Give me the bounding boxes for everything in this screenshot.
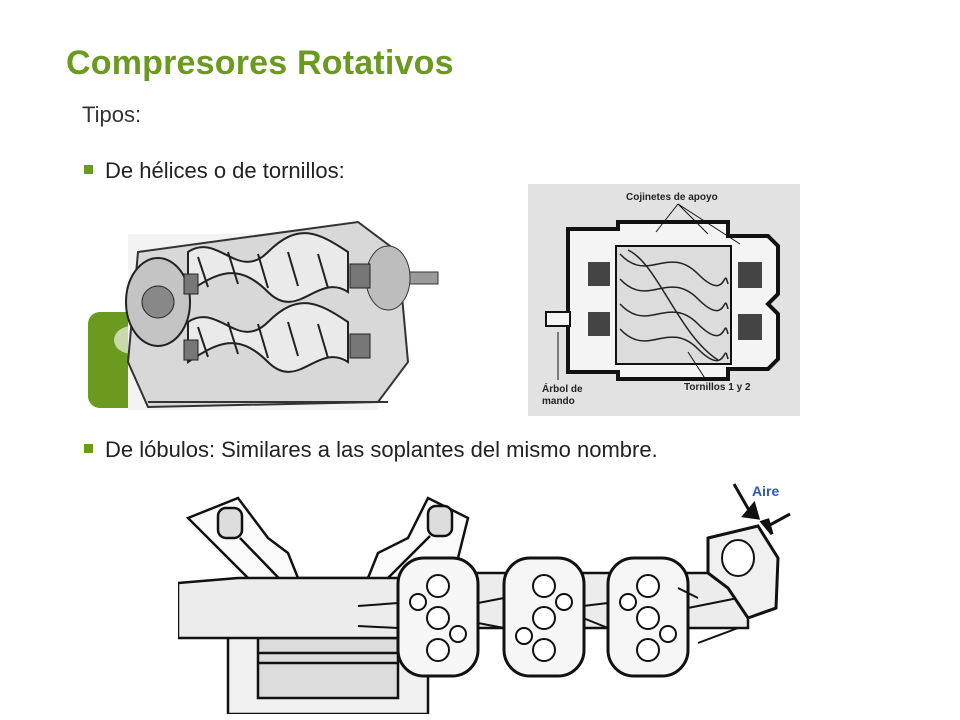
label-air: Aire <box>752 483 779 499</box>
helical-screws <box>187 232 349 373</box>
rotor-chamber <box>615 245 732 365</box>
flow-arrows <box>357 587 739 644</box>
green-square-bullet-icon <box>84 164 93 174</box>
valve-left <box>216 506 244 540</box>
flange-hub <box>141 285 175 319</box>
shaft-flange <box>365 245 411 311</box>
bullet-item-screw: De hélices o de tornillos: <box>84 158 345 184</box>
lobe-compressor-diagram: Aire <box>178 478 800 714</box>
slide-title: Compresores Rotativos <box>66 44 454 82</box>
rotor-helices <box>619 249 729 362</box>
section-drawing: Cojinetes de apoyo Árbol de mando Tornil… <box>528 184 800 416</box>
label-bearings: Cojinetes de apoyo <box>626 192 718 203</box>
label-screws: Tornillos 1 y 2 <box>684 382 751 393</box>
section-bearings <box>588 262 762 340</box>
bearings <box>183 263 371 361</box>
bullet-text: De hélices o de tornillos: <box>105 158 345 183</box>
air-inlet-opening <box>721 539 755 577</box>
label-shaft-line1: Árbol de <box>542 382 583 395</box>
lobe-rotors <box>409 574 677 662</box>
screw-compressor-section: Cojinetes de apoyo Árbol de mando Tornil… <box>528 184 800 416</box>
valve-right <box>426 504 454 538</box>
screw-compressor-drawing <box>88 220 439 410</box>
label-shaft-line2: mando <box>542 396 575 407</box>
leader-lines <box>557 203 741 381</box>
section-shaft <box>545 311 571 327</box>
bullet-text: De lóbulos: Similares a las soplantes de… <box>105 437 658 462</box>
screw-compressor-photo <box>88 212 448 412</box>
green-square-bullet-icon <box>84 443 93 453</box>
piston <box>256 636 400 700</box>
slide-subtitle: Tipos: <box>82 102 142 127</box>
air-arrows <box>732 483 791 535</box>
bullet-item-lobe: De lóbulos: Similares a las soplantes de… <box>84 437 658 463</box>
lobe-drawing: Aire <box>178 483 791 714</box>
